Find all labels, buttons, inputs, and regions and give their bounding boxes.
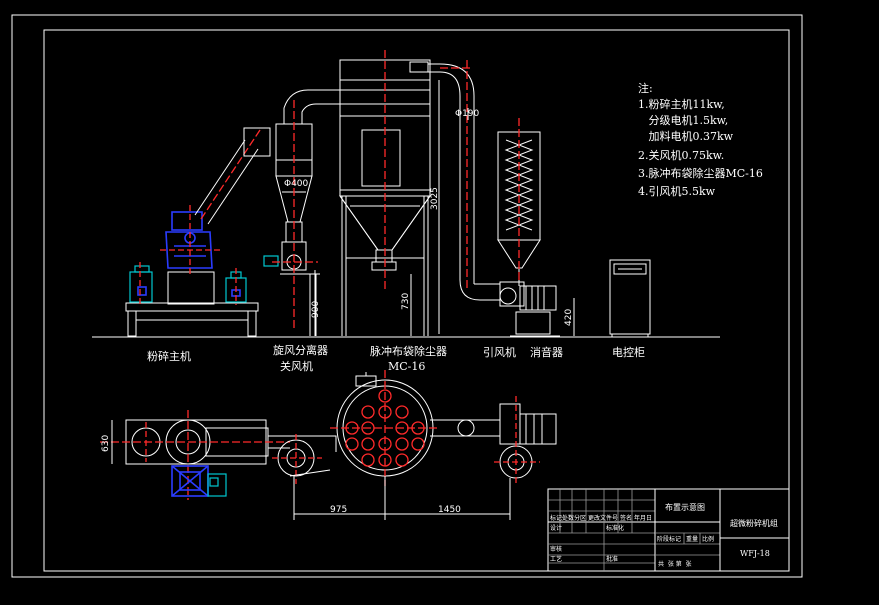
tb-row-header-6: 年月日 (634, 514, 652, 522)
elevation-dimensions (314, 80, 575, 336)
dim-d190: Φ190 (455, 109, 480, 119)
tb-role-process: 工艺 (550, 555, 562, 563)
dim-d400: Φ400 (284, 179, 309, 189)
cyclone-separator (263, 89, 340, 336)
tb-row-header-3: 分区 (574, 514, 586, 522)
elevation-view: Φ400 Φ190 3025 900 730 420 粉碎主机 旋风分离器 关风… (92, 50, 720, 373)
dim-w630: 630 (101, 435, 111, 452)
tb-product-name: 超微粉碎机组 (730, 518, 778, 528)
fan-and-silencer (497, 118, 560, 337)
tb-row-header-4: 更改文件号 (588, 514, 618, 522)
tb-scale: 比例 (702, 535, 714, 543)
tb-row-header-1: 标记 (550, 514, 562, 522)
tb-row-header-5: 签名 (620, 514, 632, 522)
note-line-4: 2.关风机0.75kw. (638, 148, 724, 162)
label-cyclone: 旋风分离器 (273, 343, 328, 357)
dim-l1450: 1450 (438, 505, 461, 515)
dim-h730: 730 (401, 293, 411, 310)
pulse-bag-dust-collector (339, 50, 500, 336)
note-line-6: 4.引风机5.5kw (638, 184, 716, 198)
filter-bag-array (345, 389, 425, 467)
tb-role-design: 设计 (550, 524, 562, 532)
notes-heading: 注: (638, 81, 653, 95)
crusher-unit (125, 127, 271, 337)
tb-weight: 重量 (686, 535, 698, 543)
tb-sheet-info: 共 张 第 张 (658, 560, 692, 568)
label-cabinet: 电控柜 (612, 345, 645, 359)
tb-stage-mark: 阶段标记 (657, 535, 681, 543)
tb-drawing-number: WFJ-18 (740, 549, 770, 558)
dim-l975: 975 (330, 505, 347, 515)
dim-h420: 420 (564, 309, 574, 326)
note-line-5: 3.脉冲布袋除尘器MC-16 (638, 166, 763, 180)
label-silencer: 消音器 (530, 345, 563, 359)
tb-drawing-title: 布置示意图 (665, 502, 705, 512)
notes-block: 注: 1.粉碎主机11kw, 分级电机1.5kw, 加料电机0.37kw 2.关… (638, 81, 763, 198)
note-line-2: 分级电机1.5kw, (638, 113, 728, 127)
title-block: 标记 处数 分区 更改文件号 签名 年月日 设计 标准化 审核 工艺 批准 布置… (547, 488, 790, 572)
tb-role-standard: 标准化 (606, 524, 624, 532)
dim-h900: 900 (311, 301, 321, 318)
note-line-1: 1.粉碎主机11kw, (638, 97, 725, 111)
label-dust-collector: 脉冲布袋除尘器 (370, 344, 447, 358)
tb-role-review: 审核 (550, 545, 562, 553)
tb-role-approve: 批准 (606, 555, 618, 563)
dim-h3025: 3025 (430, 187, 440, 210)
label-dust-model: MC-16 (388, 360, 425, 373)
inner-border (43, 29, 790, 572)
label-crusher: 粉碎主机 (147, 349, 191, 363)
outer-border (11, 14, 803, 578)
plan-view: 630 (100, 370, 557, 520)
label-rotary-valve: 关风机 (280, 359, 313, 373)
label-fan: 引风机 (483, 345, 516, 359)
control-cabinet (609, 259, 651, 337)
note-line-3: 加料电机0.37kw (638, 129, 734, 143)
tb-row-header-2: 处数 (562, 514, 574, 522)
